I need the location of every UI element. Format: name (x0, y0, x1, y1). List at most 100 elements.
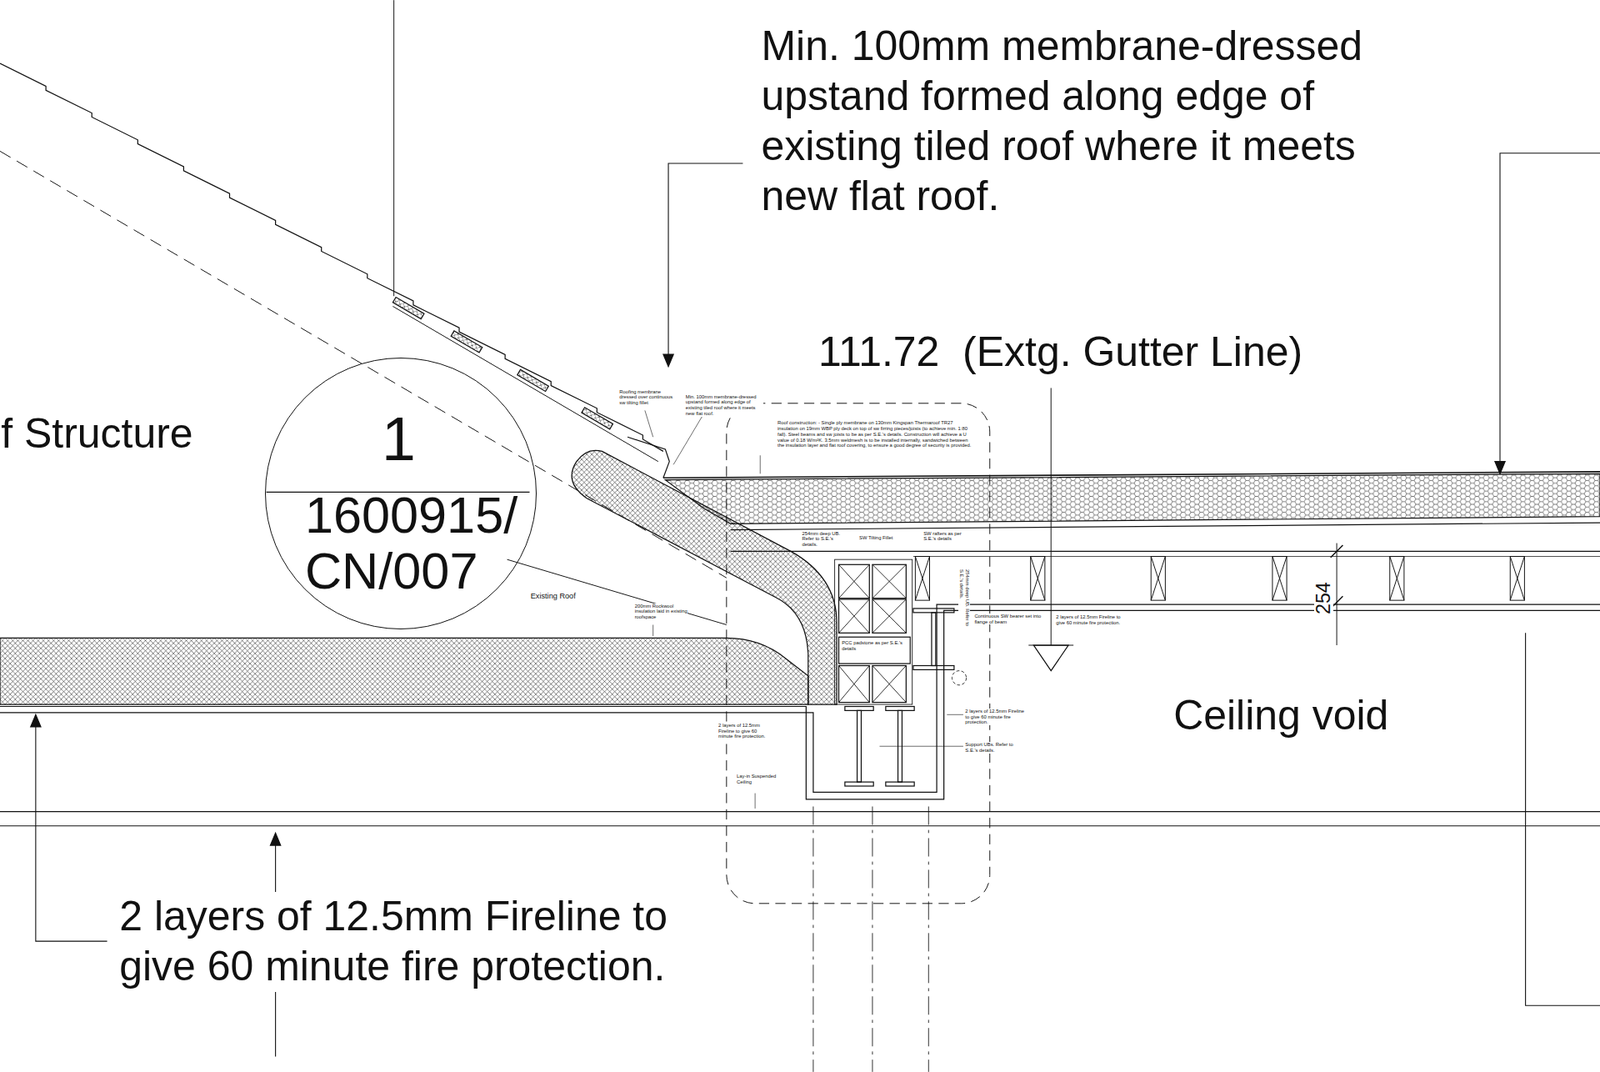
joist-top-line (913, 555, 1600, 557)
callout-note: Min. 100mm membrane-dressed upstand form… (760, 21, 1380, 222)
timber-cross (872, 665, 906, 703)
annotation-note: Min. 100mm membrane-dressed upstand form… (685, 394, 764, 417)
leader-line (645, 410, 654, 437)
joist (1390, 555, 1405, 600)
joist-cross (915, 555, 930, 600)
annotation-note: Roof construction: - Single ply membrane… (777, 420, 972, 449)
joist (1030, 555, 1045, 600)
joist-cross (1390, 555, 1405, 600)
timber-cross (839, 665, 870, 703)
annotation-note: Lay-in Suspended Ceiling (736, 773, 782, 785)
beam-pocket (835, 559, 913, 705)
support-beam (857, 710, 862, 782)
steel-beam (931, 612, 936, 666)
callout-number: 1 (265, 408, 531, 470)
drawing-reference: 1600915/ CN/007 (305, 487, 528, 600)
arrowhead (30, 714, 41, 727)
support-beam (885, 705, 915, 710)
centre-line (871, 805, 873, 1071)
padstone (839, 636, 911, 664)
annotation-note: Roofing membrane dressed over continuous… (619, 389, 675, 406)
callout-circle: 1 1600915/ CN/007 (265, 357, 537, 630)
annotation-note: 2 layers of 12.5mm Fireline to give 60 m… (718, 722, 772, 740)
timber-cross (872, 564, 906, 598)
timber-cross (839, 599, 870, 633)
support-beam (845, 781, 874, 786)
joist (1150, 555, 1165, 600)
annotation-note: SW rafters as per S.E.'s details (923, 530, 969, 543)
steel-beam (913, 608, 955, 613)
leader-line (760, 455, 761, 474)
timber-block (839, 599, 870, 633)
annotation-note: 254mm deep UB. Refer to S.E.'s details. (959, 569, 971, 629)
joist (1510, 555, 1525, 600)
rockwool-insulation (0, 637, 809, 705)
leader-line (880, 745, 964, 747)
annotation-note: PCC padstone as per S.E.'s details (841, 640, 907, 652)
arrowhead (1495, 461, 1505, 475)
annotation-note: 200mm Rockwool insulation laid in existi… (635, 603, 689, 620)
leader-line (1500, 153, 1600, 466)
batten-line (392, 305, 658, 461)
suspended-ceiling (0, 810, 1600, 812)
joist (1272, 555, 1287, 600)
timber-block (839, 665, 870, 703)
support-beam (885, 781, 915, 786)
joist-cross (1510, 555, 1525, 600)
timber-block (872, 599, 906, 633)
tile-line (0, 63, 664, 451)
arrowhead (270, 832, 280, 845)
support-beam (845, 705, 874, 710)
callout-leader (507, 559, 727, 625)
part-label: Existing Roof (530, 591, 576, 601)
annotation-note: 254mm deep UB. Refer to S.E.'s details. (801, 530, 841, 548)
batten (392, 296, 425, 319)
arrowhead (663, 354, 674, 367)
fireline-board (0, 610, 1600, 800)
annotation-note: 2 layers of 12.5mm Fireline to give 60 m… (1055, 614, 1128, 626)
suspended-ceiling (0, 825, 1600, 826)
timber-cross (872, 599, 906, 633)
leader-line (652, 625, 654, 636)
roof-membrane (663, 471, 1600, 478)
leader-line (393, 0, 395, 296)
leader-line (668, 163, 743, 360)
ply-deck (730, 522, 1600, 530)
joist-cross (1030, 555, 1045, 600)
joists (915, 555, 1525, 600)
dimension-line (1336, 543, 1338, 645)
batten (581, 407, 614, 430)
joist-cross (1150, 555, 1165, 600)
level-triangle (1033, 645, 1069, 671)
timber-block (872, 665, 906, 703)
space-label: Ceiling void (1173, 690, 1389, 741)
joist-cross (1272, 555, 1287, 600)
fireline-board (0, 604, 1600, 792)
leader-line (946, 714, 964, 715)
callout-note: f Structure (0, 409, 193, 460)
joist (915, 555, 930, 600)
annotation-note: SW Tilting Fillet (859, 535, 910, 541)
centre-line (812, 805, 814, 1071)
steel-beam (913, 665, 955, 670)
centre-line (928, 805, 930, 1071)
timber-block (872, 564, 906, 598)
leader-line (673, 416, 702, 465)
timber-block (839, 564, 870, 598)
hidden-detail (951, 670, 966, 685)
leader-line (755, 793, 756, 809)
level-line (1050, 387, 1052, 645)
leader-line (35, 725, 108, 942)
callout-note: 2 layers of 12.5mm Fireline to give 60 m… (119, 891, 691, 992)
kingspan-insulation (665, 473, 1600, 524)
batten (450, 330, 483, 353)
annotation-note: Continuous SW bearer set into flange of … (974, 613, 1042, 625)
leader-line (1525, 632, 1600, 1005)
detail-boundary (726, 403, 990, 904)
batten (517, 369, 550, 391)
level-label: 111.72 (Extg. Gutter Line) (818, 327, 1303, 378)
joist-top-line (730, 550, 1600, 552)
timber-cross (839, 564, 870, 598)
annotation-note: 2 layers of 12.5mm Fireline to give 60 m… (965, 708, 1029, 725)
